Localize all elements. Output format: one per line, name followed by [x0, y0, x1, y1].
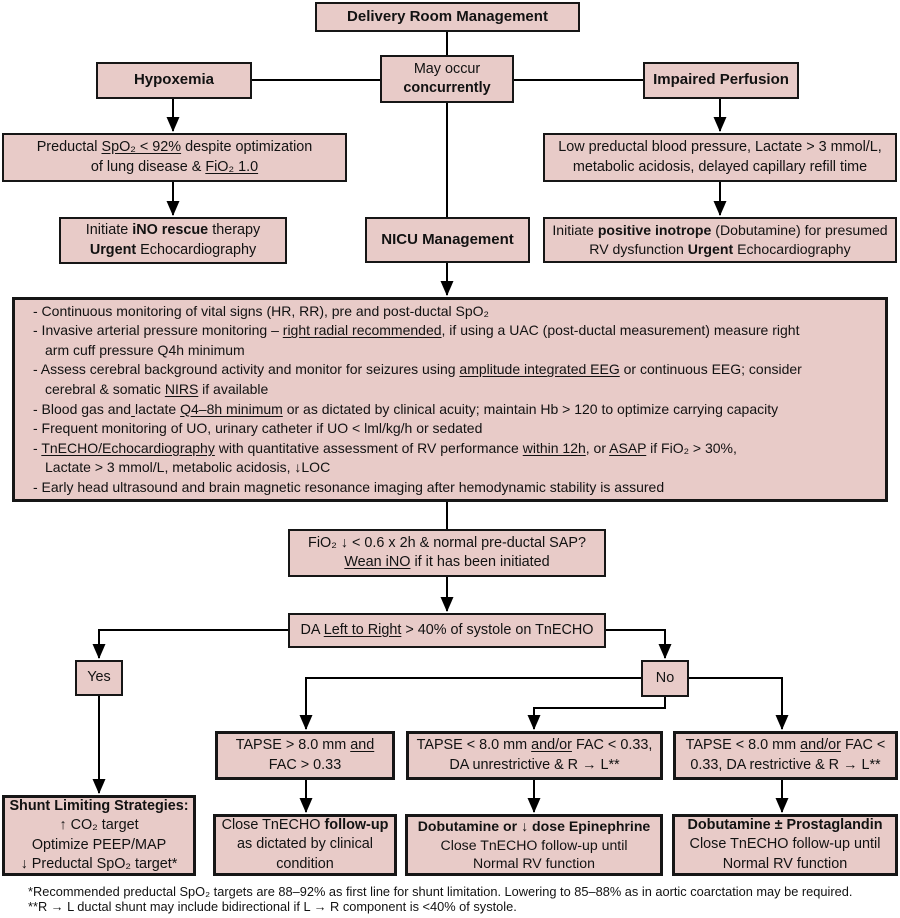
node-low-preductal-bp-criteria: Low preductal blood pressure, Lactate > … [543, 133, 897, 182]
node-nicu-management: NICU Management [365, 217, 530, 263]
arrow-no-to-tapse3 [689, 677, 789, 730]
node-impaired-perfusion: Impaired Perfusion [643, 62, 799, 99]
node-hypoxemia: Hypoxemia [96, 62, 252, 99]
node-da-left-to-right-question: DA Left to Right > 40% of systole on TnE… [288, 613, 606, 648]
footnotes: *Recommended preductal SpO₂ targets are … [28, 884, 852, 914]
node-nicu-monitoring-checklist: - Continuous monitoring of vital signs (… [12, 297, 888, 502]
arrow-no-to-tapse2 [527, 697, 666, 730]
node-initiate-positive-inotrope: Initiate positive inotrope (Dobutamine) … [543, 217, 897, 263]
arrow-da-to-no [606, 629, 672, 659]
node-fio2-wean-question: FiO₂ ↓ < 0.6 x 2h & normal pre-ductal SA… [288, 529, 606, 577]
node-tapse-low-da-restrictive: TAPSE < 8.0 mm and/or FAC <0.33, DA rest… [673, 731, 898, 780]
footnote-spo2-targets: *Recommended preductal SpO₂ targets are … [28, 884, 853, 899]
footnote-ductal-shunt: **R → L ductal shunt may include bidirec… [28, 899, 517, 914]
node-delivery-room-management: Delivery Room Management [315, 2, 580, 32]
node-preductal-spo2-criteria: Preductal SpO₂ < 92% despite optimizatio… [2, 133, 347, 182]
node-yes: Yes [75, 660, 123, 696]
arrow-no-to-tapse1 [299, 677, 641, 730]
node-tapse-low-da-unrestrictive: TAPSE < 8.0 mm and/or FAC < 0.33,DA unre… [406, 731, 663, 780]
node-no: No [641, 660, 689, 697]
arrow-da-to-yes [92, 629, 288, 659]
